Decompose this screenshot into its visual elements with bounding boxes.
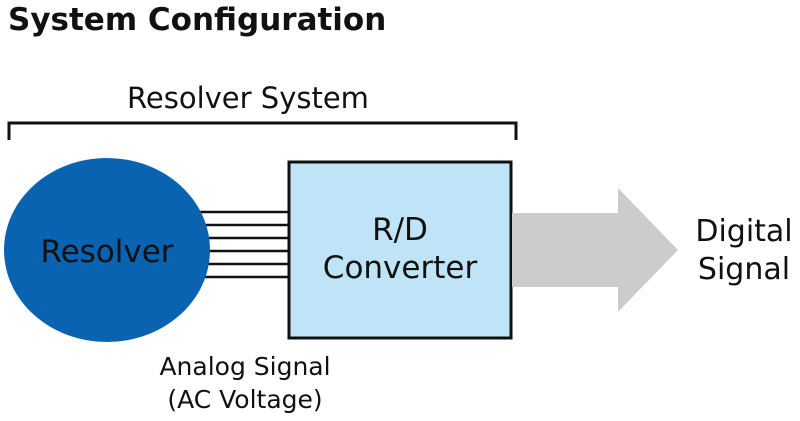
resolver-label: Resolver [40,234,173,270]
resolver-system-label: Resolver System [127,81,369,115]
digital-signal-label-line1: Digital [695,214,792,249]
page-title: System Configuration [8,2,386,38]
rd-converter-label-line2: Converter [323,250,478,286]
digital-output-arrow [512,188,678,312]
rd-converter-box [287,160,513,340]
digital-signal-label-line2: Signal [698,252,790,287]
rd-converter-label-line1: R/D [372,212,428,248]
resolver-ellipse [4,158,210,342]
resolver-system-bracket [7,121,518,140]
analog-signal-label-line1: Analog Signal [159,352,330,381]
analog-signal-label-line2: (AC Voltage) [167,385,322,414]
analog-signal-wires [195,210,290,279]
